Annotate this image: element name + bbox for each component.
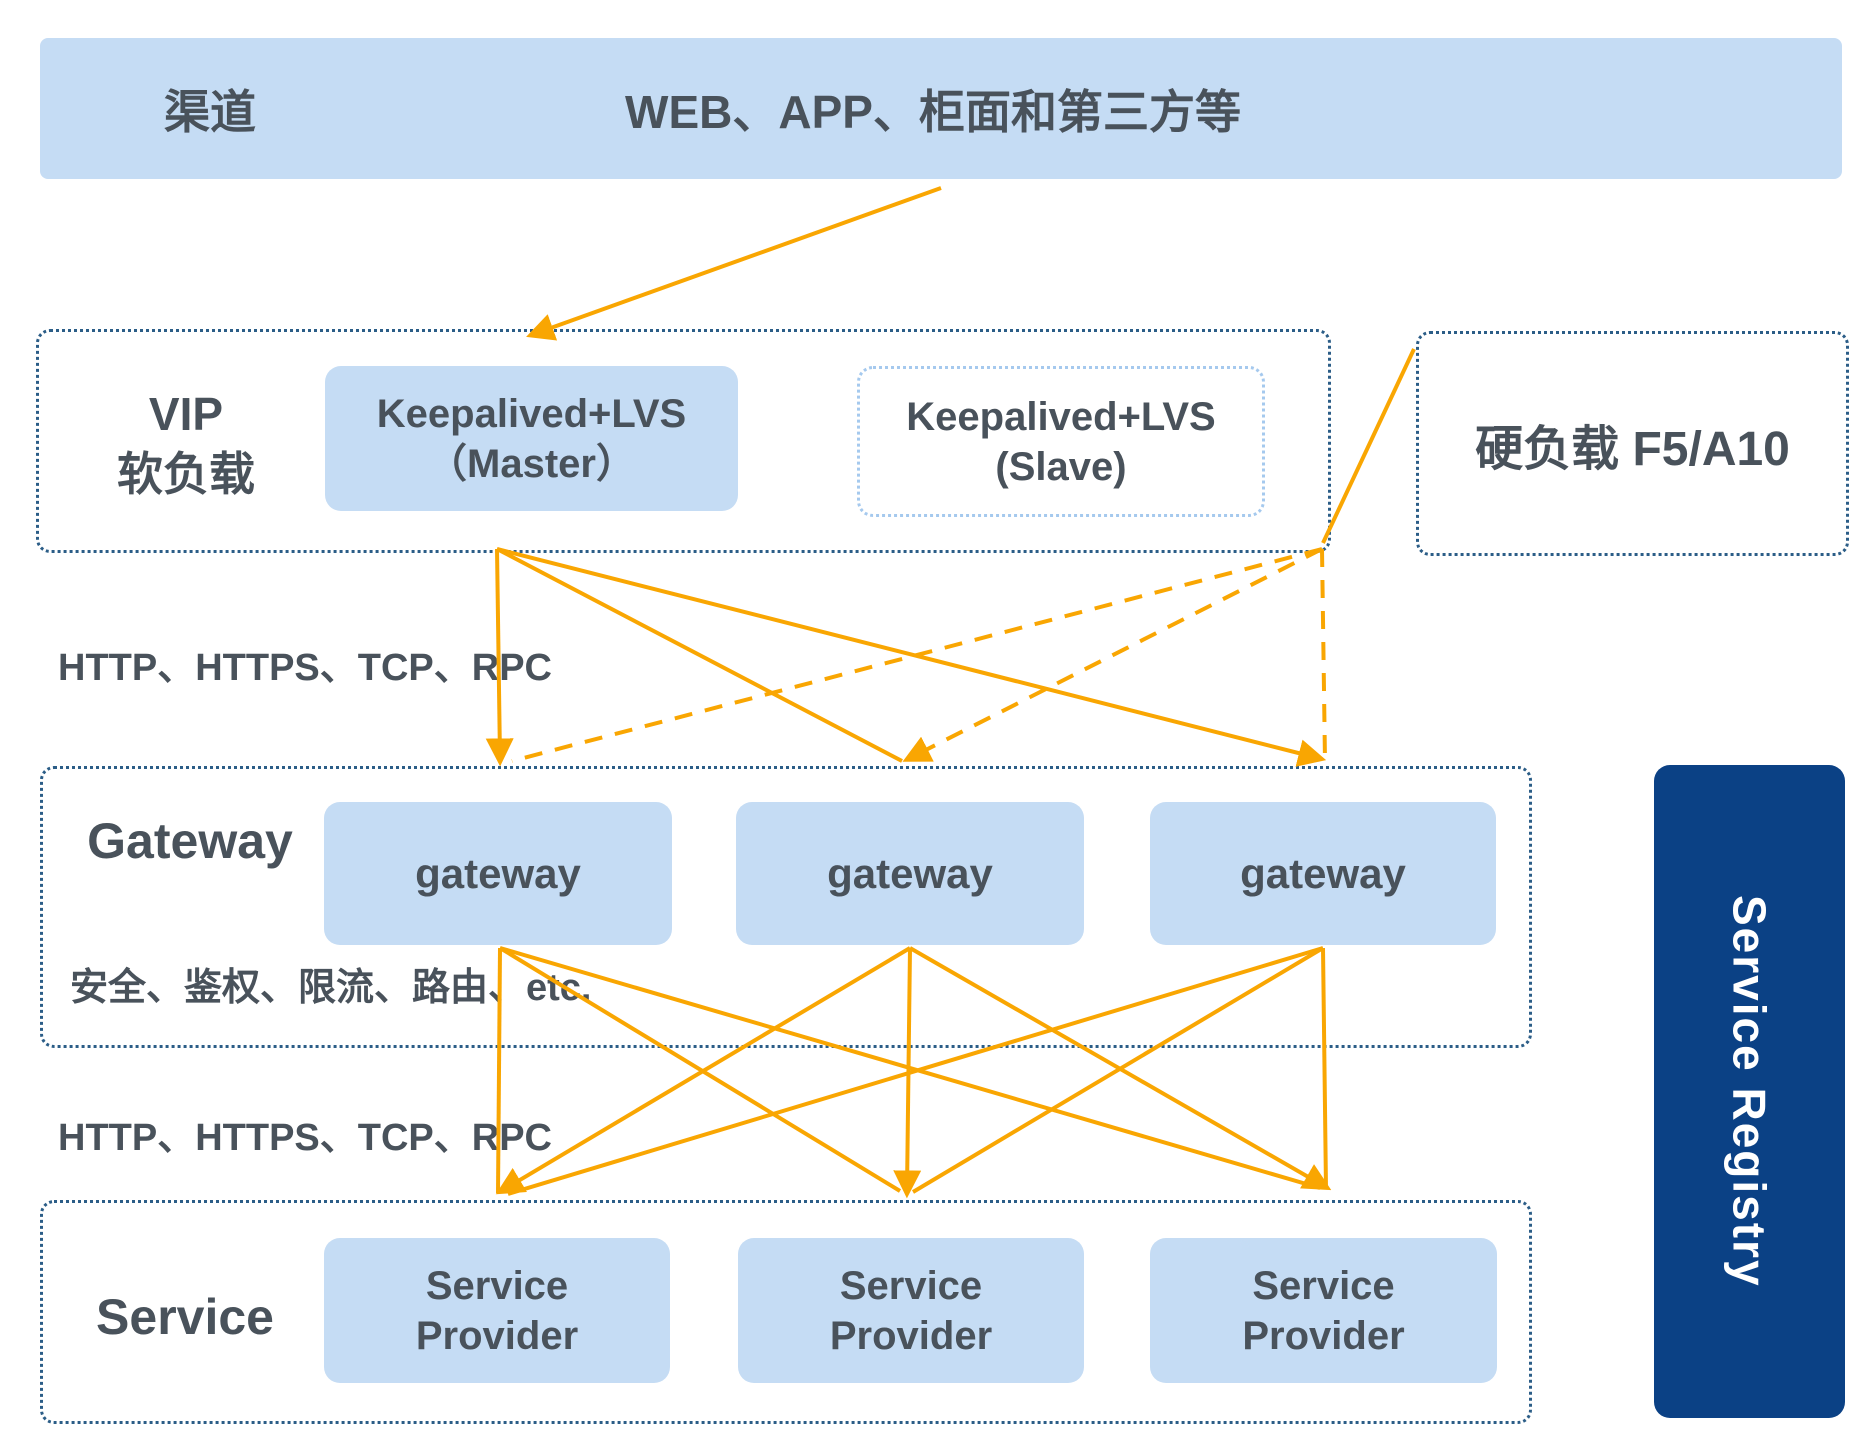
hard-load-label: 硬负载 F5/A10	[1475, 422, 1790, 476]
service-registry-bar: Service Registry	[1654, 765, 1845, 1418]
protocol-label-bottom: HTTP、HTTPS、TCP、RPC	[58, 1117, 553, 1159]
gateway-node-3: gateway	[1150, 802, 1496, 945]
gateway-row-title: Gateway	[87, 813, 293, 869]
service-provider-3: Service Provider	[1150, 1238, 1497, 1383]
service-container	[40, 1200, 1532, 1424]
provider2-line2: Provider	[829, 1313, 993, 1358]
gateway-node-1: gateway	[324, 802, 672, 945]
slave-line1: Keepalived+LVS	[906, 394, 1216, 439]
provider2-line1: Service	[839, 1263, 983, 1308]
arrow-master-to-gateway3	[496, 547, 1327, 767]
hard-load-f5-box: 硬负载 F5/A10	[1416, 331, 1849, 556]
provider3-line1: Service	[1252, 1263, 1395, 1308]
arrow-channel-to-vip	[526, 186, 942, 341]
channel-content: WEB、APP、柜面和第三方等	[625, 85, 1241, 138]
arrow-slave-to-gateway3	[1320, 548, 1327, 762]
arrow-slave-to-gateway2	[902, 547, 1323, 762]
provider1-line1: Service	[425, 1263, 569, 1308]
master-line2: （Master）	[427, 441, 636, 486]
slave-line2: (Slave)	[995, 444, 1127, 489]
line-f5-to-corner	[1321, 348, 1416, 544]
vip-title-line1: VIP	[148, 388, 224, 441]
arrow-slave-to-gateway1	[511, 547, 1323, 763]
protocol-label-top: HTTP、HTTPS、TCP、RPC	[58, 647, 553, 689]
provider1-line2: Provider	[415, 1313, 579, 1358]
provider3-line2: Provider	[1242, 1313, 1405, 1358]
service-provider-1: Service Provider	[324, 1238, 670, 1383]
service-registry-label: Service Registry	[1723, 895, 1776, 1288]
vip-title-line2: 软负载	[117, 448, 255, 500]
master-line1: Keepalived+LVS	[376, 391, 687, 436]
service-row-title: Service	[96, 1289, 274, 1345]
channel-label: 渠道	[164, 85, 256, 138]
arrow-master-to-gateway2	[496, 547, 903, 763]
gateway-node-2: gateway	[736, 802, 1084, 945]
gateway-features-label: 安全、鉴权、限流、路由、etc.	[70, 967, 592, 1009]
service-provider-2: Service Provider	[738, 1238, 1084, 1383]
channel-bar: 渠道 WEB、APP、柜面和第三方等	[40, 38, 1842, 179]
keepalived-master-box: Keepalived+LVS （Master）	[325, 366, 738, 511]
vip-row-title: VIP 软负载	[46, 375, 326, 515]
keepalived-slave-box: Keepalived+LVS (Slave)	[857, 366, 1265, 517]
